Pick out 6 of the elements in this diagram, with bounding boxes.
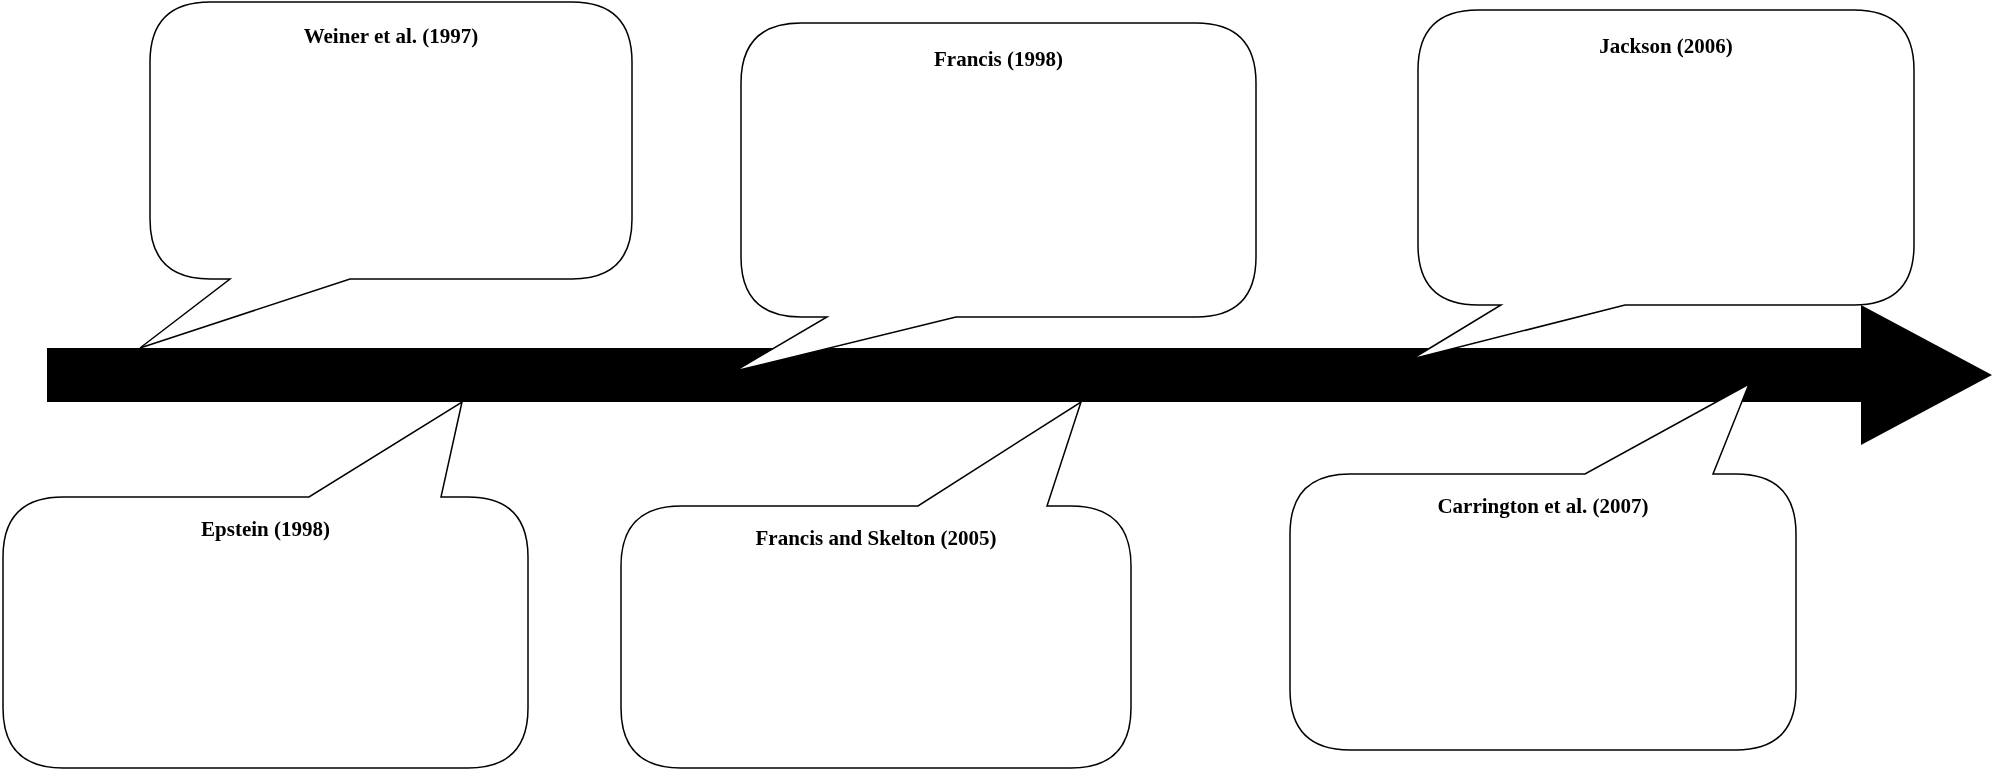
citation-heading: Francis and Skelton (2005)	[754, 526, 998, 551]
citation-heading: Carrington et al. (2007)	[1436, 494, 1650, 519]
citation-heading: Jackson (2006)	[1598, 34, 1734, 59]
citation-heading: Francis (1998)	[933, 47, 1064, 72]
citation-heading: Weiner et al. (1997)	[302, 24, 480, 49]
citation-heading: Epstein (1998)	[200, 517, 331, 542]
